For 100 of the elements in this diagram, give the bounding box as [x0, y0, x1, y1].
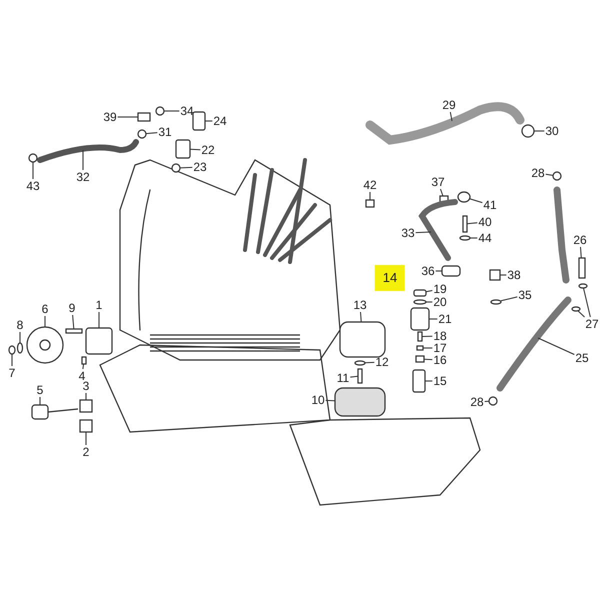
leader-line	[538, 338, 575, 355]
callout-number: 8	[16, 319, 24, 331]
leader-line	[72, 314, 74, 330]
leader-line	[424, 380, 433, 382]
washer-drawing	[155, 106, 165, 116]
callout-number: 33	[401, 227, 415, 239]
callout-number: 21	[438, 313, 452, 325]
hose-drawing	[37, 139, 139, 163]
bolt-drawing	[578, 257, 586, 279]
leader-line	[360, 312, 362, 322]
leader-line	[450, 112, 452, 122]
washer-drawing	[552, 171, 562, 181]
callout-number: 29	[442, 99, 456, 111]
leader-line	[82, 150, 84, 170]
valve-drawing	[415, 355, 425, 363]
pump-drawing	[85, 327, 113, 355]
callout-number: 44	[478, 232, 492, 244]
callout-number: 20	[433, 296, 447, 308]
clamp-drawing	[28, 153, 38, 163]
washer-drawing	[459, 235, 471, 241]
gasket-drawing	[441, 265, 461, 277]
leader-line	[364, 362, 375, 364]
callout-number: 27	[585, 318, 599, 330]
leader-line	[146, 132, 158, 134]
fitting-drawing	[137, 112, 151, 122]
callout-number: 2	[82, 446, 90, 458]
gear-drawing	[26, 326, 64, 364]
callout-number: 19	[433, 283, 447, 295]
leader-line	[180, 166, 193, 168]
washer-drawing	[171, 163, 181, 173]
leader-line	[466, 222, 478, 224]
callout-number: 30	[545, 125, 559, 137]
callout-number: 34	[180, 105, 194, 117]
bolt-drawing	[357, 368, 363, 384]
callout-number: 38	[507, 269, 521, 281]
drive-drawing	[31, 404, 78, 420]
pipe-drawing	[412, 369, 426, 393]
washer-drawing	[354, 360, 366, 366]
washer-drawing	[416, 345, 424, 351]
leader-line	[440, 188, 444, 196]
ring-drawing	[413, 299, 427, 305]
bolt-drawing	[65, 328, 83, 334]
fitting-drawing	[457, 191, 471, 203]
callout-number: 4	[78, 370, 86, 382]
nut-drawing	[8, 345, 16, 355]
callout-number: 37	[431, 176, 445, 188]
gear-drawing	[79, 399, 93, 413]
callout-number: 31	[158, 126, 172, 138]
strainer-drawing	[334, 387, 386, 417]
washer-drawing	[571, 306, 581, 312]
fitting-drawing	[175, 139, 191, 159]
leader-line	[484, 400, 490, 402]
leader-line	[117, 116, 138, 118]
callout-number: 17	[433, 342, 447, 354]
leader-line	[422, 336, 433, 337]
leader-line	[32, 162, 34, 180]
sensor-drawing	[192, 111, 206, 131]
callout-number: 26	[573, 234, 587, 246]
plug-drawing	[365, 199, 375, 208]
hose-drawing	[419, 199, 458, 261]
leader-line	[98, 312, 100, 328]
washer-drawing	[490, 299, 502, 305]
leader-line	[415, 232, 432, 234]
bolt-drawing	[462, 215, 468, 233]
washer-drawing	[578, 283, 588, 289]
filter-drawing	[410, 307, 430, 331]
callout-number: 22	[201, 144, 215, 156]
callout-number: 25	[575, 352, 589, 364]
leader-line	[44, 316, 46, 328]
leader-line	[500, 296, 518, 302]
callout-number: 6	[42, 303, 48, 315]
leader-line	[582, 288, 591, 318]
callout-number: 40	[478, 216, 492, 228]
plug-drawing	[489, 269, 501, 281]
washer-drawing	[16, 342, 24, 354]
callout-number: 15	[433, 375, 447, 387]
spring-drawing	[417, 331, 423, 342]
callout-number: 9	[68, 302, 76, 314]
leader-line	[426, 290, 433, 292]
clamp-drawing	[521, 124, 535, 138]
leader-line	[578, 310, 586, 318]
callout-number: 18	[433, 330, 447, 342]
leader-line	[435, 270, 442, 272]
leader-line	[204, 120, 213, 122]
callout-number: 42	[363, 179, 377, 191]
hose-drawing	[366, 102, 524, 144]
callout-number: 28	[470, 396, 484, 408]
callout-number: 28	[531, 167, 545, 179]
callout-number: 32	[76, 171, 90, 183]
callout-number: 39	[103, 111, 117, 123]
leader-line	[470, 198, 483, 204]
leader-line	[500, 274, 507, 276]
callout-number: 1	[96, 299, 102, 311]
leader-line	[534, 130, 545, 132]
screw-drawing	[81, 356, 87, 365]
clamp-drawing	[137, 129, 147, 139]
callout-number: 11	[336, 372, 350, 384]
callout-number: 43	[26, 180, 40, 192]
leader-line	[428, 318, 438, 320]
callout-number: 41	[483, 199, 497, 211]
